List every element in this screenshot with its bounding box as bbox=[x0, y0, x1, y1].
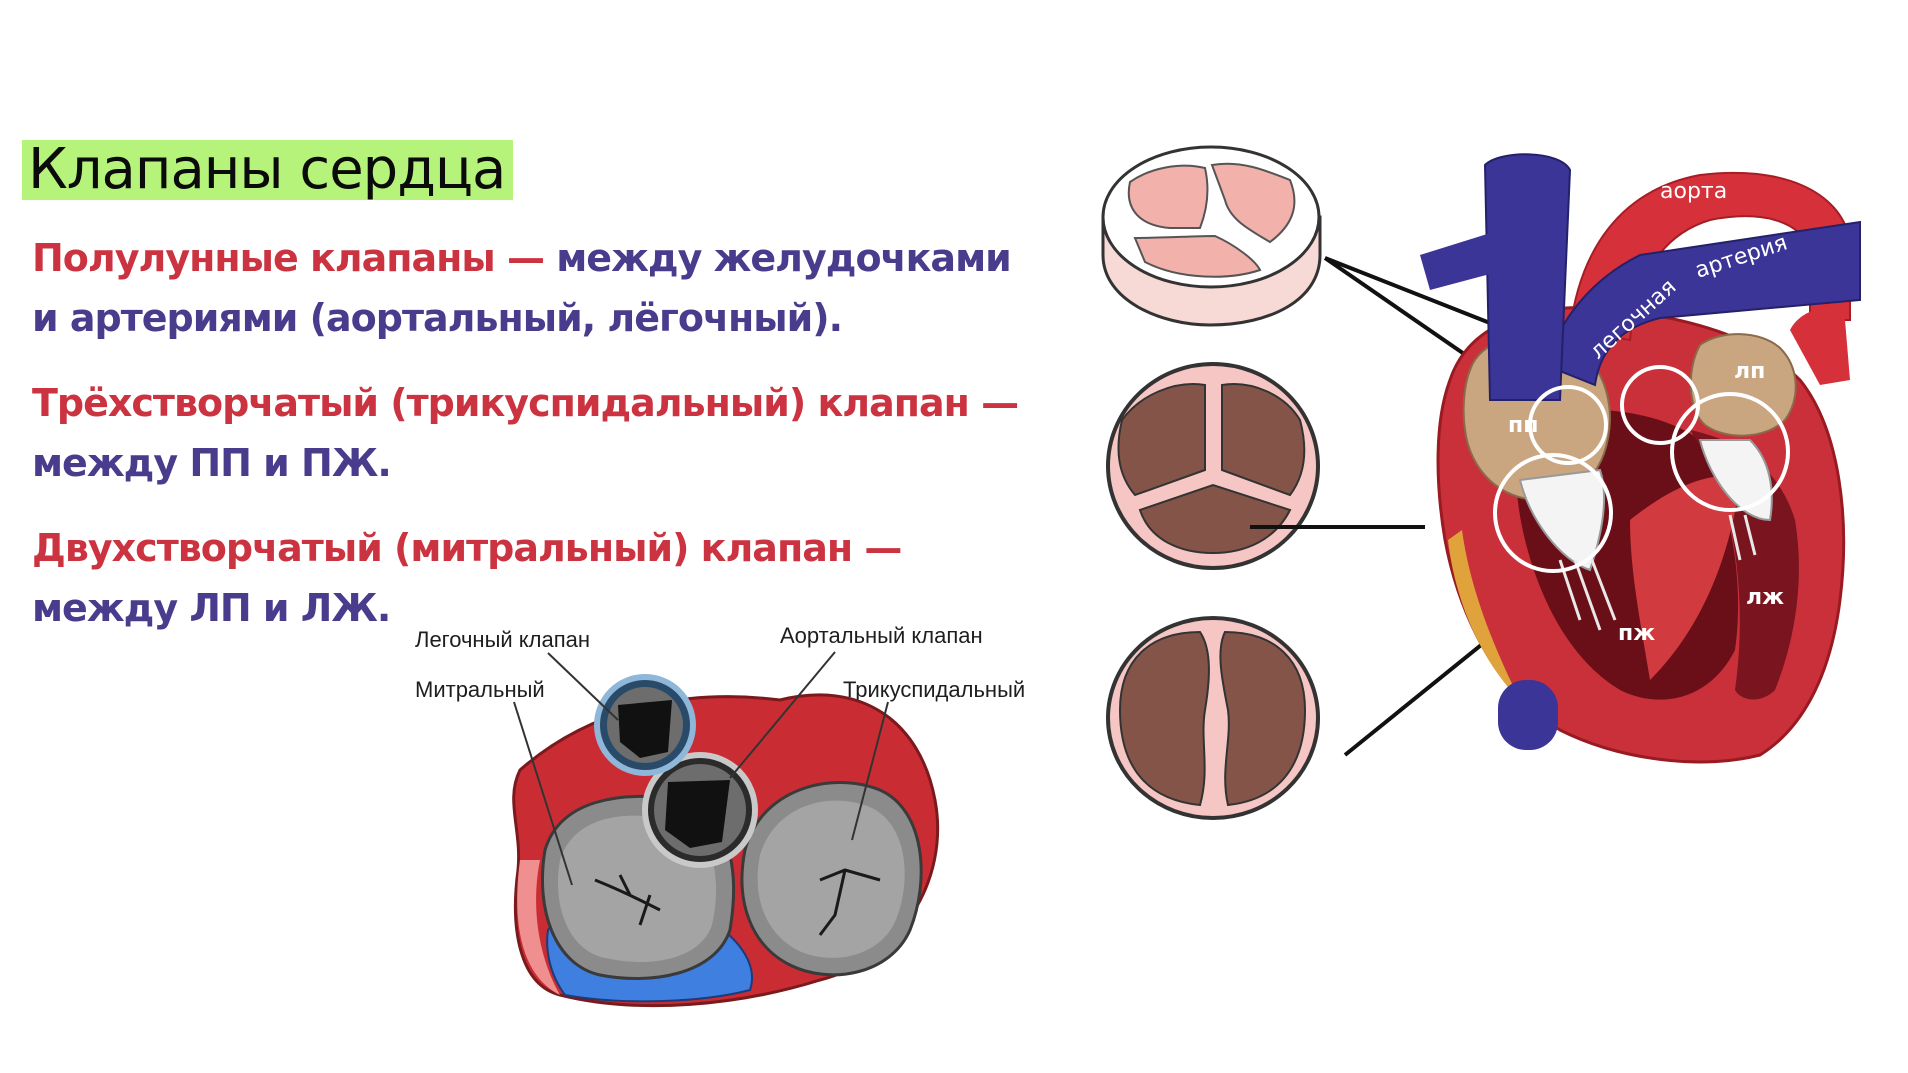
semilunar-valves-desc: между желудочками bbox=[544, 236, 1012, 280]
tricuspid-valve-term: Трёхстворчатый (трикуспидальный) клапан … bbox=[32, 381, 1019, 425]
aortic-leaflets bbox=[665, 780, 730, 848]
valve-plane-diagram bbox=[512, 651, 940, 1008]
pulmonary-leaflets bbox=[618, 700, 672, 758]
label-right-atrium: пп bbox=[1508, 413, 1538, 438]
label-tricuspid-valve: Трикуспидальный bbox=[843, 677, 1026, 702]
mitral-valve-illustration bbox=[1106, 616, 1320, 820]
semilunar-valves-term: Полулунные клапаны — bbox=[32, 236, 545, 280]
semilunar-valves-text: Полулунные клапаны — между желудочками и… bbox=[32, 228, 1012, 348]
heart-illustration: аорта легочная артерия пп лп пж лж bbox=[1420, 153, 1861, 764]
mitral-valve-term: Двухстворчатый (митральный) клапан — bbox=[32, 526, 902, 570]
semilunar-valve-illustration bbox=[1101, 145, 1322, 327]
mitral-commissure bbox=[594, 874, 661, 926]
page-title: Клапаны сердца bbox=[22, 140, 514, 200]
label-aortic-valve: Аортальный клапан bbox=[780, 623, 983, 648]
mitral-valve-text: Двухстворчатый (митральный) клапан — меж… bbox=[32, 518, 902, 638]
label-left-atrium: лп bbox=[1734, 359, 1765, 384]
tricuspid-valve-illustration bbox=[1106, 362, 1320, 570]
mitral-valve-desc: между ЛП и ЛЖ. bbox=[32, 586, 391, 630]
semilunar-valves-desc-line2: и артериями (аортальный, лёгочный). bbox=[32, 296, 843, 340]
tricuspid-commissure bbox=[818, 868, 881, 936]
label-mitral-valve: Митральный bbox=[415, 677, 545, 702]
tricuspid-valve-desc: между ПП и ПЖ. bbox=[32, 441, 392, 485]
tricuspid-valve-text: Трёхстворчатый (трикуспидальный) клапан … bbox=[32, 373, 1019, 493]
label-left-ventricle: лж bbox=[1746, 585, 1784, 610]
label-aorta: аорта bbox=[1660, 179, 1727, 204]
label-pulmonary-valve: Легочный клапан bbox=[415, 627, 591, 652]
label-right-ventricle: пж bbox=[1618, 621, 1655, 646]
